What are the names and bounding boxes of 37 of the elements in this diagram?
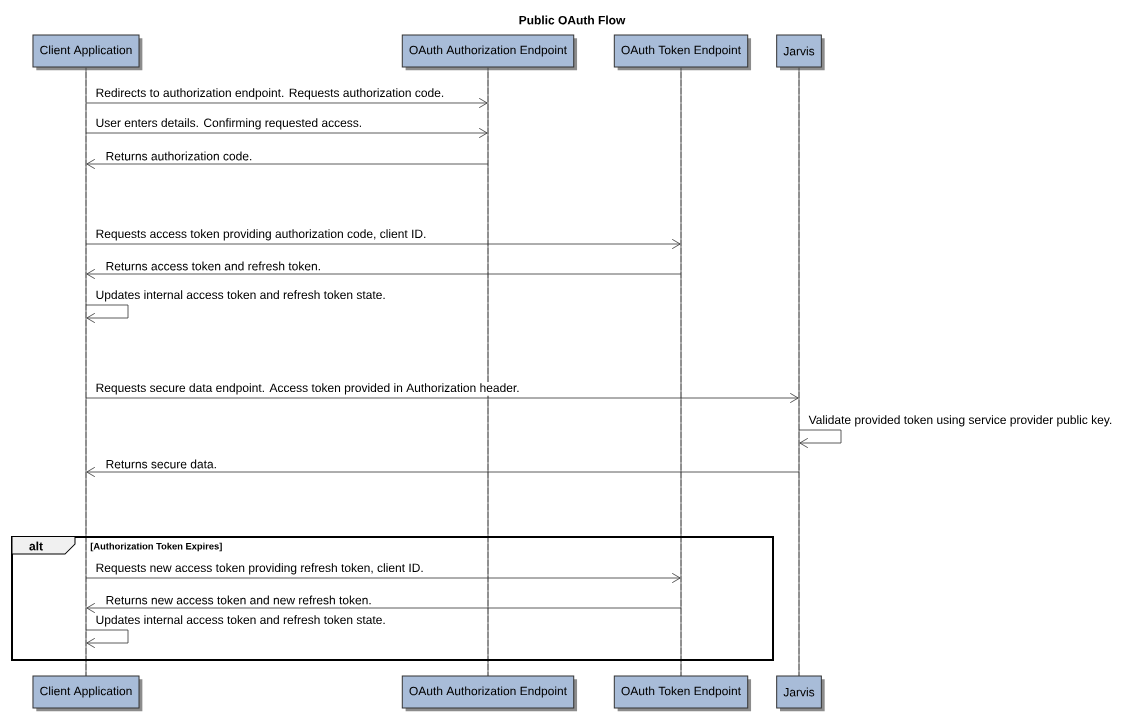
edge-label: Requests new access token providing refresh token, client ID. (94, 561, 426, 576)
participant-box: Jarvis (776, 675, 825, 712)
edge-label: Validate provided token using service provider public key. (807, 413, 1114, 428)
participant-box: OAuth Authorization Endpoint (401, 675, 578, 712)
edge-label: Updates internal access token and refresh token state. (94, 288, 388, 303)
title: Public OAuth Flow (519, 15, 626, 25)
edge-label: Requests access token providing authorization code, client ID. (94, 227, 428, 242)
message-arrow (85, 127, 488, 139)
edge-label: Returns new access token and new refresh token. (104, 594, 374, 606)
participant-box: Jarvis (776, 34, 825, 71)
self-message-arrow (798, 429, 842, 449)
message-arrow (85, 392, 799, 404)
participant-box: Client Application (32, 675, 143, 712)
self-message-arrow (85, 629, 129, 649)
edge-label: Returns access token and refresh token. (104, 260, 323, 272)
message-arrow (86, 268, 682, 280)
edge-label: Returns secure data. (104, 458, 219, 470)
message-arrow (85, 572, 681, 584)
edge-label: Requests secure data endpoint. Access token provided in Authorization header. (94, 381, 521, 396)
self-message-arrow (85, 304, 129, 324)
lifeline (680, 66, 682, 677)
lifeline (85, 66, 87, 677)
participant-box: OAuth Token Endpoint (613, 675, 752, 712)
edge-label: Updates internal access token and refresh token state. (94, 613, 388, 628)
message-arrow (86, 602, 682, 614)
message-arrow (86, 466, 800, 478)
message-arrow (85, 238, 681, 250)
edge-label: User enters details. Confirming requested access. (94, 116, 364, 131)
edge-label: Redirects to authorization endpoint. Requests authorization code. (94, 86, 446, 101)
participant-box: OAuth Token Endpoint (613, 34, 752, 71)
participant-box: Client Application (32, 34, 143, 71)
lifeline (487, 66, 489, 677)
participant-box: OAuth Authorization Endpoint (401, 34, 578, 71)
message-arrow (86, 158, 489, 170)
lifeline (798, 66, 800, 677)
message-arrow (85, 97, 488, 109)
edge-label: Returns authorization code. (104, 150, 254, 162)
